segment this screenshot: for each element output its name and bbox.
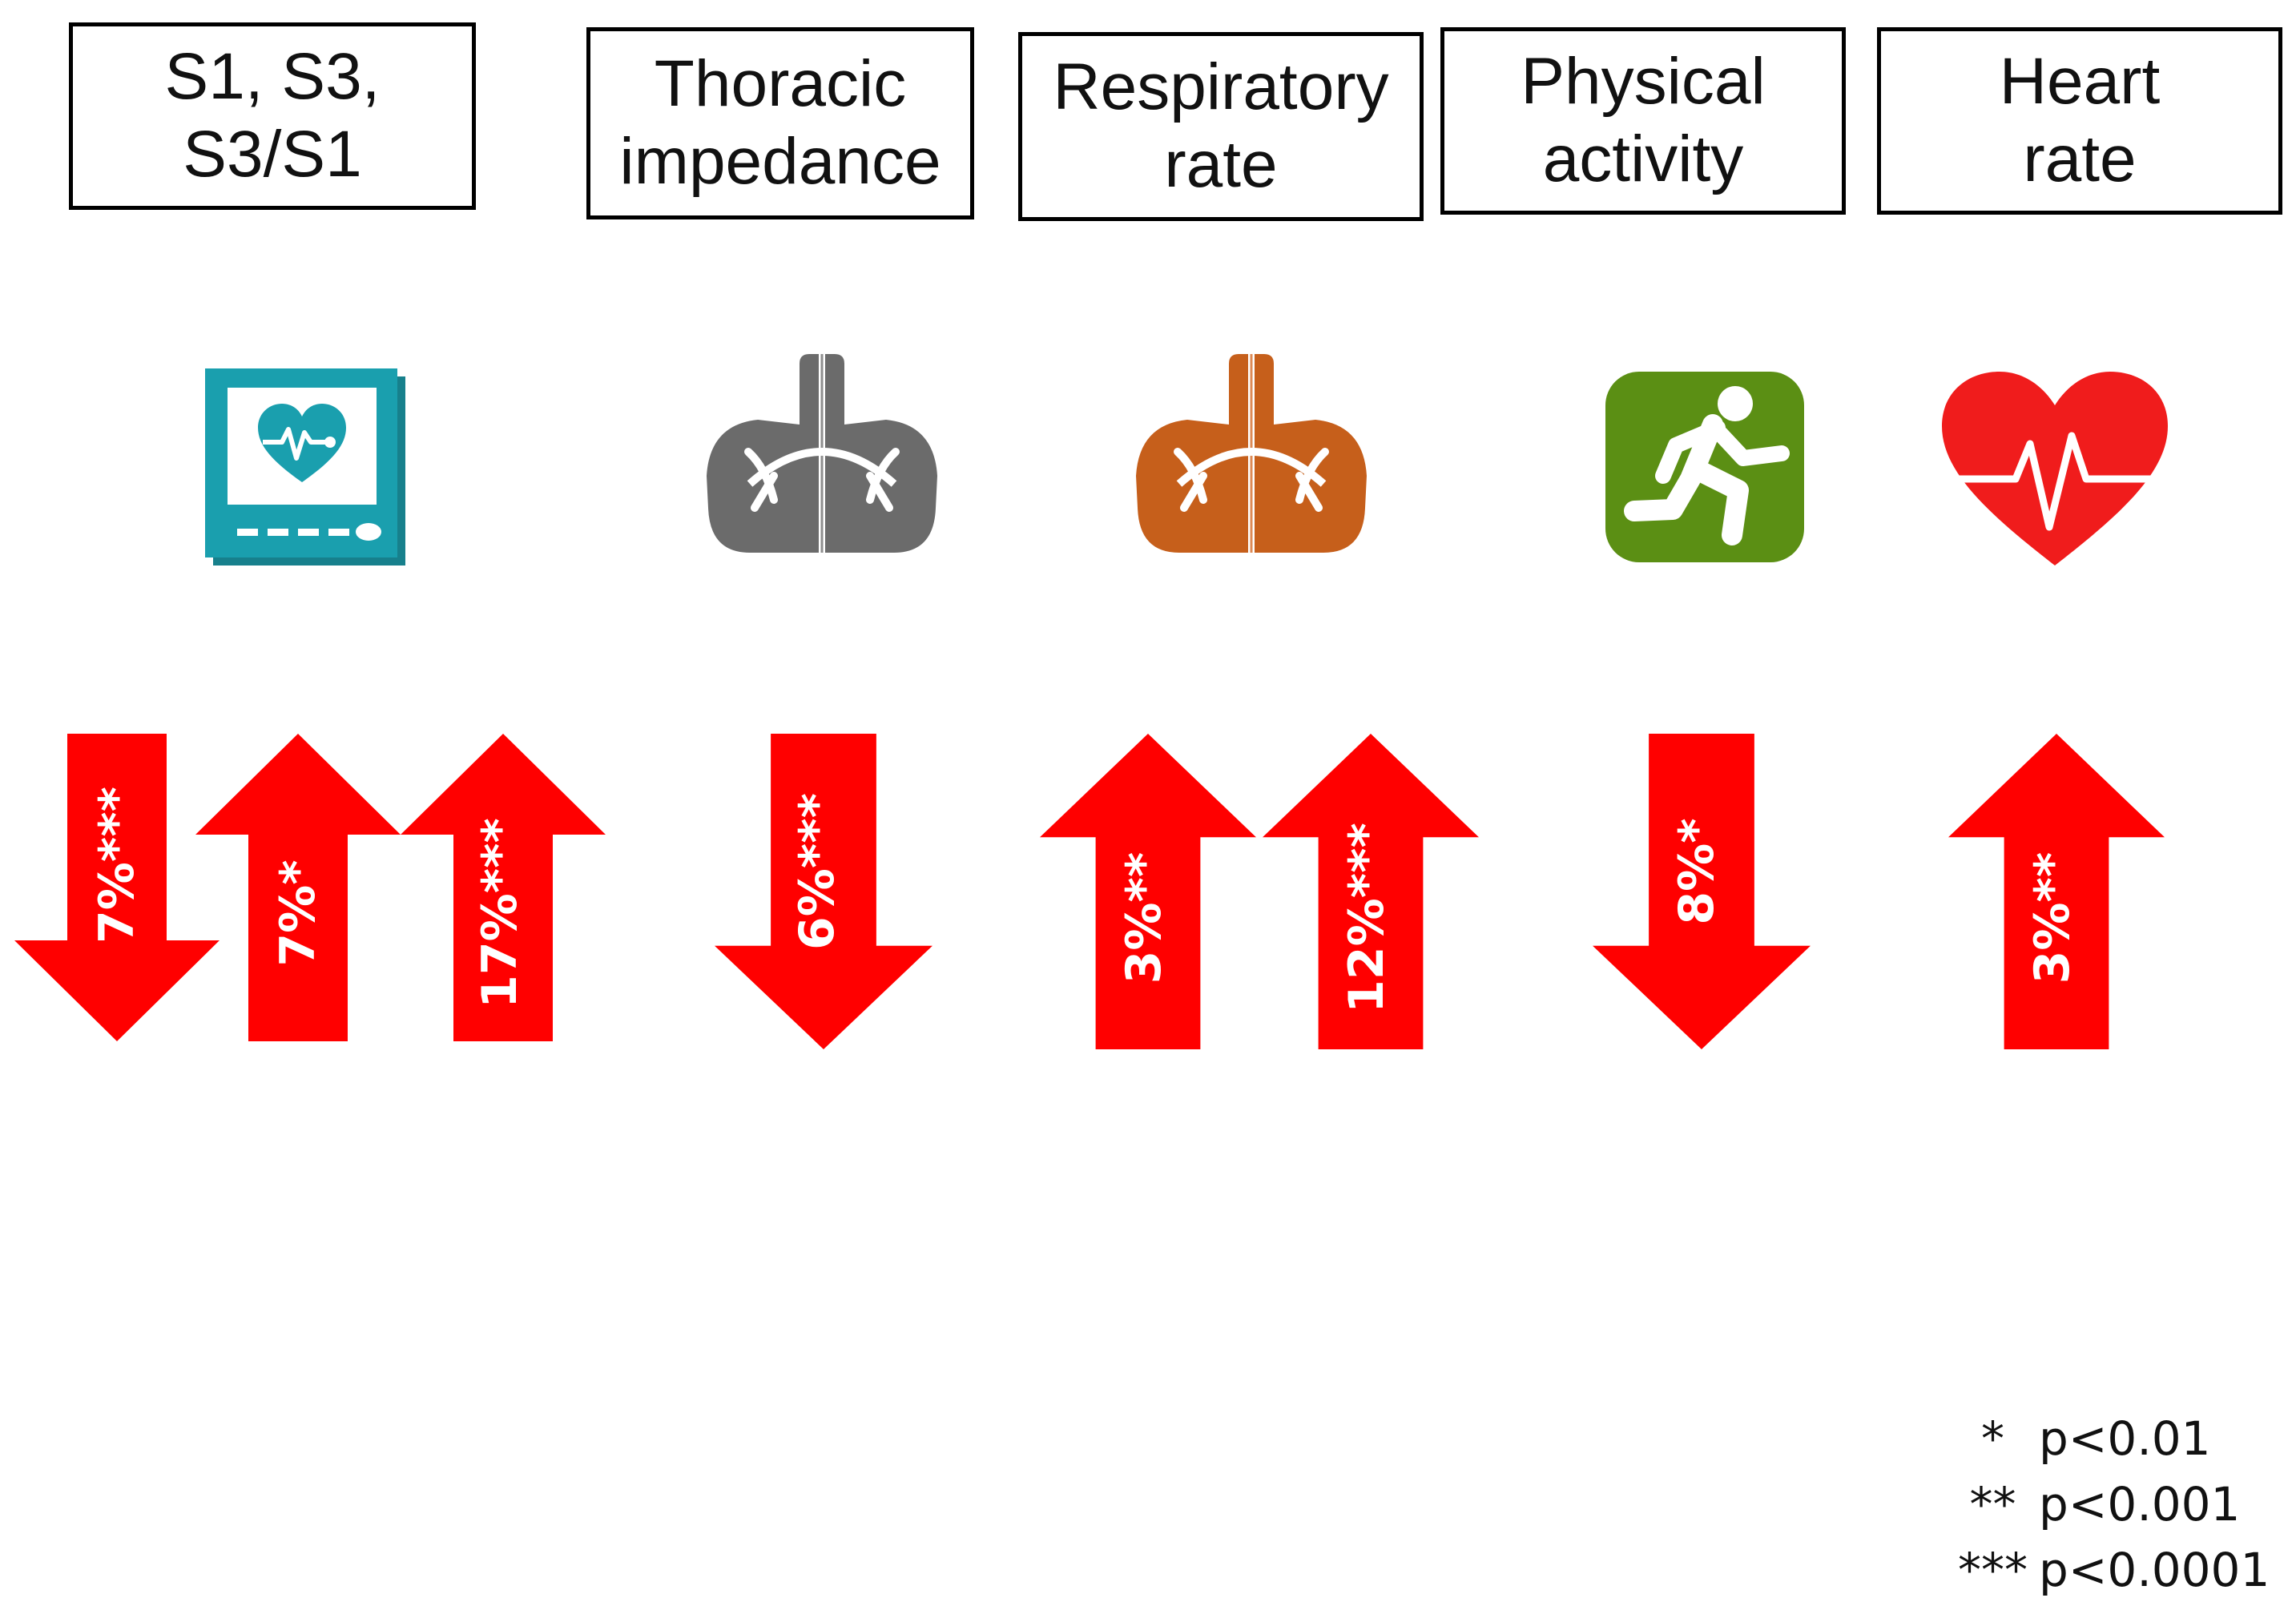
header-line: Physical xyxy=(1521,45,1766,119)
heart-monitor-icon xyxy=(205,368,405,566)
legend-mark: ** xyxy=(1969,1477,2016,1531)
arrow-down xyxy=(715,734,932,1049)
arrow-label: 6%*** xyxy=(789,793,845,950)
header-line: Thoracic xyxy=(654,47,907,121)
header-heart-rate: Heart rate xyxy=(1877,27,2282,215)
arrow-down xyxy=(1593,734,1811,1049)
legend-row: *** p<0.0001 xyxy=(1947,1537,2270,1603)
arrow-label: 7%* xyxy=(270,859,326,967)
running-person-icon xyxy=(1602,368,1807,566)
lungs-icon xyxy=(1131,348,1372,562)
header-line: S3/S1 xyxy=(183,118,362,191)
arrow-label: 7%*** xyxy=(89,787,145,944)
heart-pulse-icon xyxy=(1939,368,2171,569)
arrow-up xyxy=(195,734,401,1041)
header-line: S1, S3, xyxy=(164,40,381,114)
legend-text: p<0.0001 xyxy=(2039,1543,2270,1597)
arrow-up xyxy=(1263,734,1479,1049)
arrow-label: 17%*** xyxy=(472,818,528,1008)
arrow-label: 8%* xyxy=(1669,818,1725,925)
header-respiratory-rate: Respiratory rate xyxy=(1018,32,1424,221)
arrow-down xyxy=(14,734,220,1041)
header-thoracic-impedance: Thoracic impedance xyxy=(586,27,974,219)
legend-mark: * xyxy=(1981,1411,2004,1466)
legend-mark: *** xyxy=(1958,1543,2028,1597)
arrow-label: 3%** xyxy=(1116,851,1172,984)
header-line: activity xyxy=(1542,123,1744,195)
legend-row: * p<0.01 xyxy=(1947,1406,2270,1471)
legend-text: p<0.01 xyxy=(2039,1411,2211,1466)
arrow-label: 12%*** xyxy=(1339,823,1395,1013)
significance-legend: * p<0.01 ** p<0.001 *** p<0.0001 xyxy=(1947,1406,2270,1603)
header-line: impedance xyxy=(619,125,941,198)
legend-row: ** p<0.001 xyxy=(1947,1471,2270,1537)
arrow-label: 3%** xyxy=(2024,851,2080,984)
header-line: Respiratory xyxy=(1053,50,1389,124)
arrow-up xyxy=(1948,734,2165,1049)
header-line: rate xyxy=(2023,123,2137,195)
header-heart-sounds: S1, S3, S3/S1 xyxy=(69,22,476,210)
header-line: Heart xyxy=(1999,45,2161,119)
lungs-icon xyxy=(702,348,942,562)
header-physical-activity: Physical activity xyxy=(1440,27,1846,215)
arrow-up xyxy=(401,734,606,1041)
header-line: rate xyxy=(1164,128,1278,201)
arrow-up xyxy=(1040,734,1256,1049)
legend-text: p<0.001 xyxy=(2039,1477,2241,1531)
